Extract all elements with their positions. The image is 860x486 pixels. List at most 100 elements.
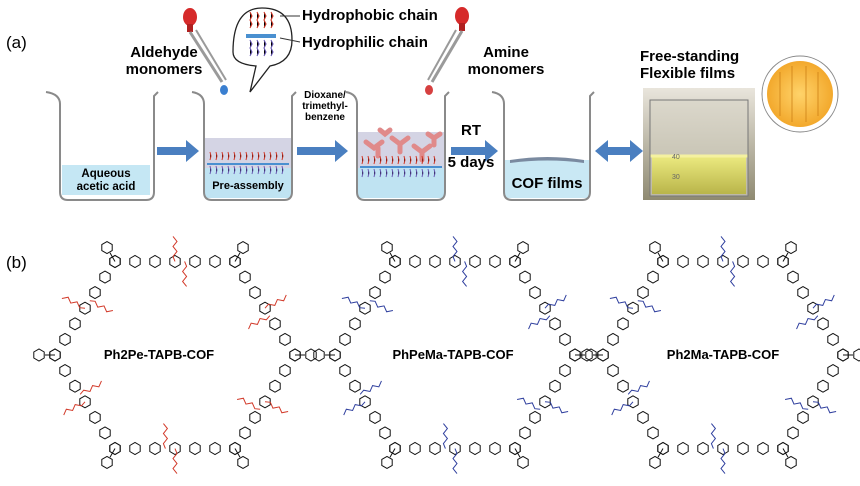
benzene-ring xyxy=(777,441,789,456)
benzene-ring xyxy=(517,241,529,255)
benzene-ring xyxy=(209,441,221,456)
side-chain xyxy=(79,380,102,395)
side-chain xyxy=(609,296,634,309)
film-photo xyxy=(643,88,755,200)
linkage-bond xyxy=(657,252,664,262)
benzene-ring xyxy=(517,455,529,469)
benzene-ring xyxy=(647,426,659,440)
film-inset xyxy=(761,55,839,133)
benzene-ring xyxy=(657,441,669,456)
benzene-ring xyxy=(787,426,799,440)
benzene-ring xyxy=(785,455,797,469)
linkage-bond xyxy=(389,448,396,458)
benzene-ring xyxy=(359,395,371,409)
benzene-ring xyxy=(279,364,291,378)
side-chain xyxy=(611,401,634,416)
hydrophilic-chain-label: Hydrophilic chain xyxy=(302,34,428,51)
photo-scale-40: 40 xyxy=(672,154,680,161)
side-chain xyxy=(248,315,271,330)
benzene-ring xyxy=(529,286,541,300)
linkage-bond xyxy=(234,252,241,262)
benzene-ring xyxy=(379,426,391,440)
benzene-ring xyxy=(737,441,749,456)
benzene-ring xyxy=(33,348,45,362)
side-chain xyxy=(236,397,261,410)
beaker-3 xyxy=(345,91,450,201)
linkage-bond xyxy=(782,252,789,262)
benzene-ring xyxy=(807,301,819,315)
beaker-1 xyxy=(45,91,159,201)
benzene-ring xyxy=(649,455,661,469)
benzene-ring xyxy=(429,254,441,269)
benzene-ring xyxy=(89,286,101,300)
benzene-ring xyxy=(569,348,581,362)
benzene-ring xyxy=(637,410,649,424)
benzene-ring xyxy=(129,254,141,269)
benzene-ring xyxy=(559,364,571,378)
benzene-ring xyxy=(509,254,521,269)
benzene-ring xyxy=(189,254,201,269)
side-chain xyxy=(461,261,468,287)
benzene-ring xyxy=(259,395,271,409)
side-chain xyxy=(729,261,736,287)
linkage-bond xyxy=(109,252,116,262)
side-chain xyxy=(359,380,382,395)
cof-films-label: COF films xyxy=(511,175,583,192)
days-label: 5 days xyxy=(447,154,495,171)
benzene-ring xyxy=(817,317,829,331)
side-chain xyxy=(369,300,394,313)
acetic-acid-liquid xyxy=(62,165,150,195)
cof-name-ph2pe: Ph2Pe-TAPB-COF xyxy=(84,347,234,362)
benzene-ring xyxy=(677,254,689,269)
benzene-ring xyxy=(109,254,121,269)
benzene-ring xyxy=(381,455,393,469)
linkage-bond xyxy=(514,252,521,262)
benzene-ring xyxy=(409,254,421,269)
benzene-ring xyxy=(737,254,749,269)
cof-name-ph2ma: Ph2Ma-TAPB-COF xyxy=(648,347,798,362)
benzene-ring xyxy=(519,270,531,284)
benzene-ring xyxy=(329,348,341,362)
hydrophobic-chain-label: Hydrophobic chain xyxy=(302,7,438,24)
benzene-ring xyxy=(239,426,251,440)
side-chain xyxy=(264,294,287,309)
side-chain xyxy=(61,296,86,309)
benzene-ring xyxy=(837,348,849,362)
side-chain xyxy=(796,315,819,330)
benzene-ring xyxy=(339,332,351,346)
hydrophilic-chains xyxy=(209,165,284,175)
beaker-2 xyxy=(191,91,297,201)
benzene-ring xyxy=(229,254,241,269)
benzene-ring xyxy=(237,241,249,255)
benzene-ring xyxy=(627,395,639,409)
panel-a-label: (a) xyxy=(6,33,27,52)
amine-monomers-label: Amine monomers xyxy=(467,44,545,78)
double-arrow xyxy=(595,140,643,162)
side-chain xyxy=(172,236,178,262)
cof-structure-ph2ma xyxy=(581,236,860,474)
arrow-2 xyxy=(297,140,348,162)
benzene-ring xyxy=(585,348,597,362)
benzene-ring xyxy=(209,254,221,269)
side-chain xyxy=(63,401,86,416)
side-chain xyxy=(528,315,551,330)
benzene-ring xyxy=(607,332,619,346)
benzene-ring xyxy=(313,348,325,362)
benzene-ring xyxy=(379,270,391,284)
benzene-ring xyxy=(785,241,797,255)
benzene-ring xyxy=(149,441,161,456)
amine-dropper xyxy=(425,7,469,95)
benzene-ring xyxy=(59,364,71,378)
benzene-ring xyxy=(389,441,401,456)
benzene-ring xyxy=(239,270,251,284)
benzene-ring xyxy=(777,254,789,269)
arrow-3 xyxy=(451,140,498,162)
cof-structure-phpema xyxy=(313,236,597,474)
side-chain xyxy=(89,300,114,313)
benzene-ring xyxy=(797,286,809,300)
side-chain xyxy=(637,300,662,313)
side-chain xyxy=(264,401,289,414)
benzene-ring xyxy=(237,455,249,469)
benzene-ring xyxy=(109,441,121,456)
